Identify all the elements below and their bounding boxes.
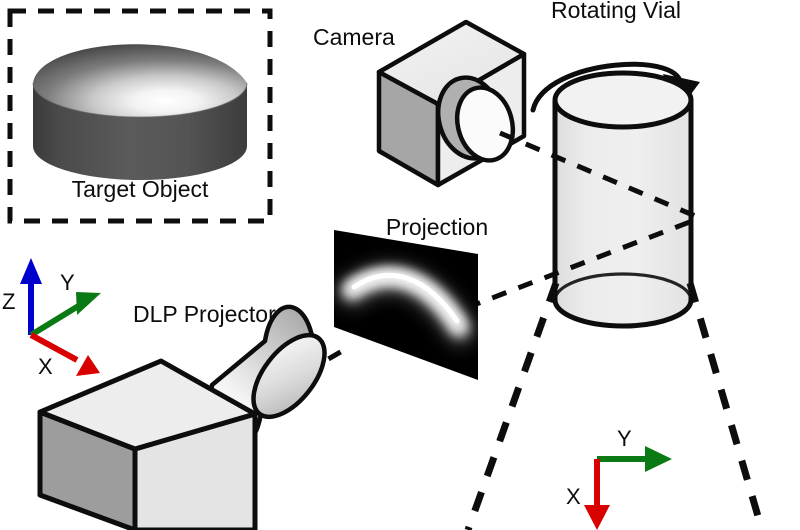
y-axis-arrowhead	[76, 292, 101, 315]
camera-lens	[435, 75, 516, 163]
projection-group: Projection	[334, 214, 488, 380]
callout-cone-right-line	[686, 282, 766, 530]
inset-x-axis-arrowhead	[584, 505, 610, 530]
target-object-dashed-border	[7, 8, 273, 224]
inset-y-axis-label: Y	[617, 426, 632, 451]
projection-label: Projection	[386, 214, 488, 240]
sight-line-camera-to-vial	[499, 130, 701, 221]
camera-label: Camera	[313, 24, 395, 50]
x-axis-label: X	[38, 354, 53, 379]
x-axis-line	[29, 332, 79, 363]
inset-x-axis-label: X	[566, 484, 581, 509]
target-object-panel: Target Object	[7, 8, 273, 224]
rotating-vial-group: Rotating Vial	[530, 0, 700, 329]
vial-cylinder	[552, 70, 694, 329]
projection-pattern	[337, 263, 475, 345]
callout-cone	[464, 281, 766, 530]
y-axis-line	[29, 302, 82, 338]
camera-group: Camera	[313, 19, 527, 188]
inset-y-axis-arrowhead	[645, 446, 672, 472]
callout-cone-left-line	[464, 281, 560, 530]
rotating-vial-label: Rotating Vial	[551, 0, 681, 23]
vial-cross-section-axes: Y X	[566, 426, 672, 530]
target-object-label: Target Object	[72, 176, 209, 202]
dlp-projector-group: DLP Projector	[37, 301, 327, 530]
y-axis-label: Y	[60, 270, 75, 295]
dlp-projector-label: DLP Projector	[133, 301, 276, 327]
sight-line-projection-to-vial	[439, 215, 701, 321]
z-axis-label: Z	[2, 289, 15, 314]
world-coordinate-axes: Z Y X	[2, 258, 101, 379]
z-axis-arrowhead	[20, 258, 42, 284]
target-object-shape	[32, 44, 248, 180]
projector-body	[37, 358, 258, 530]
x-axis-arrowhead	[76, 355, 100, 376]
